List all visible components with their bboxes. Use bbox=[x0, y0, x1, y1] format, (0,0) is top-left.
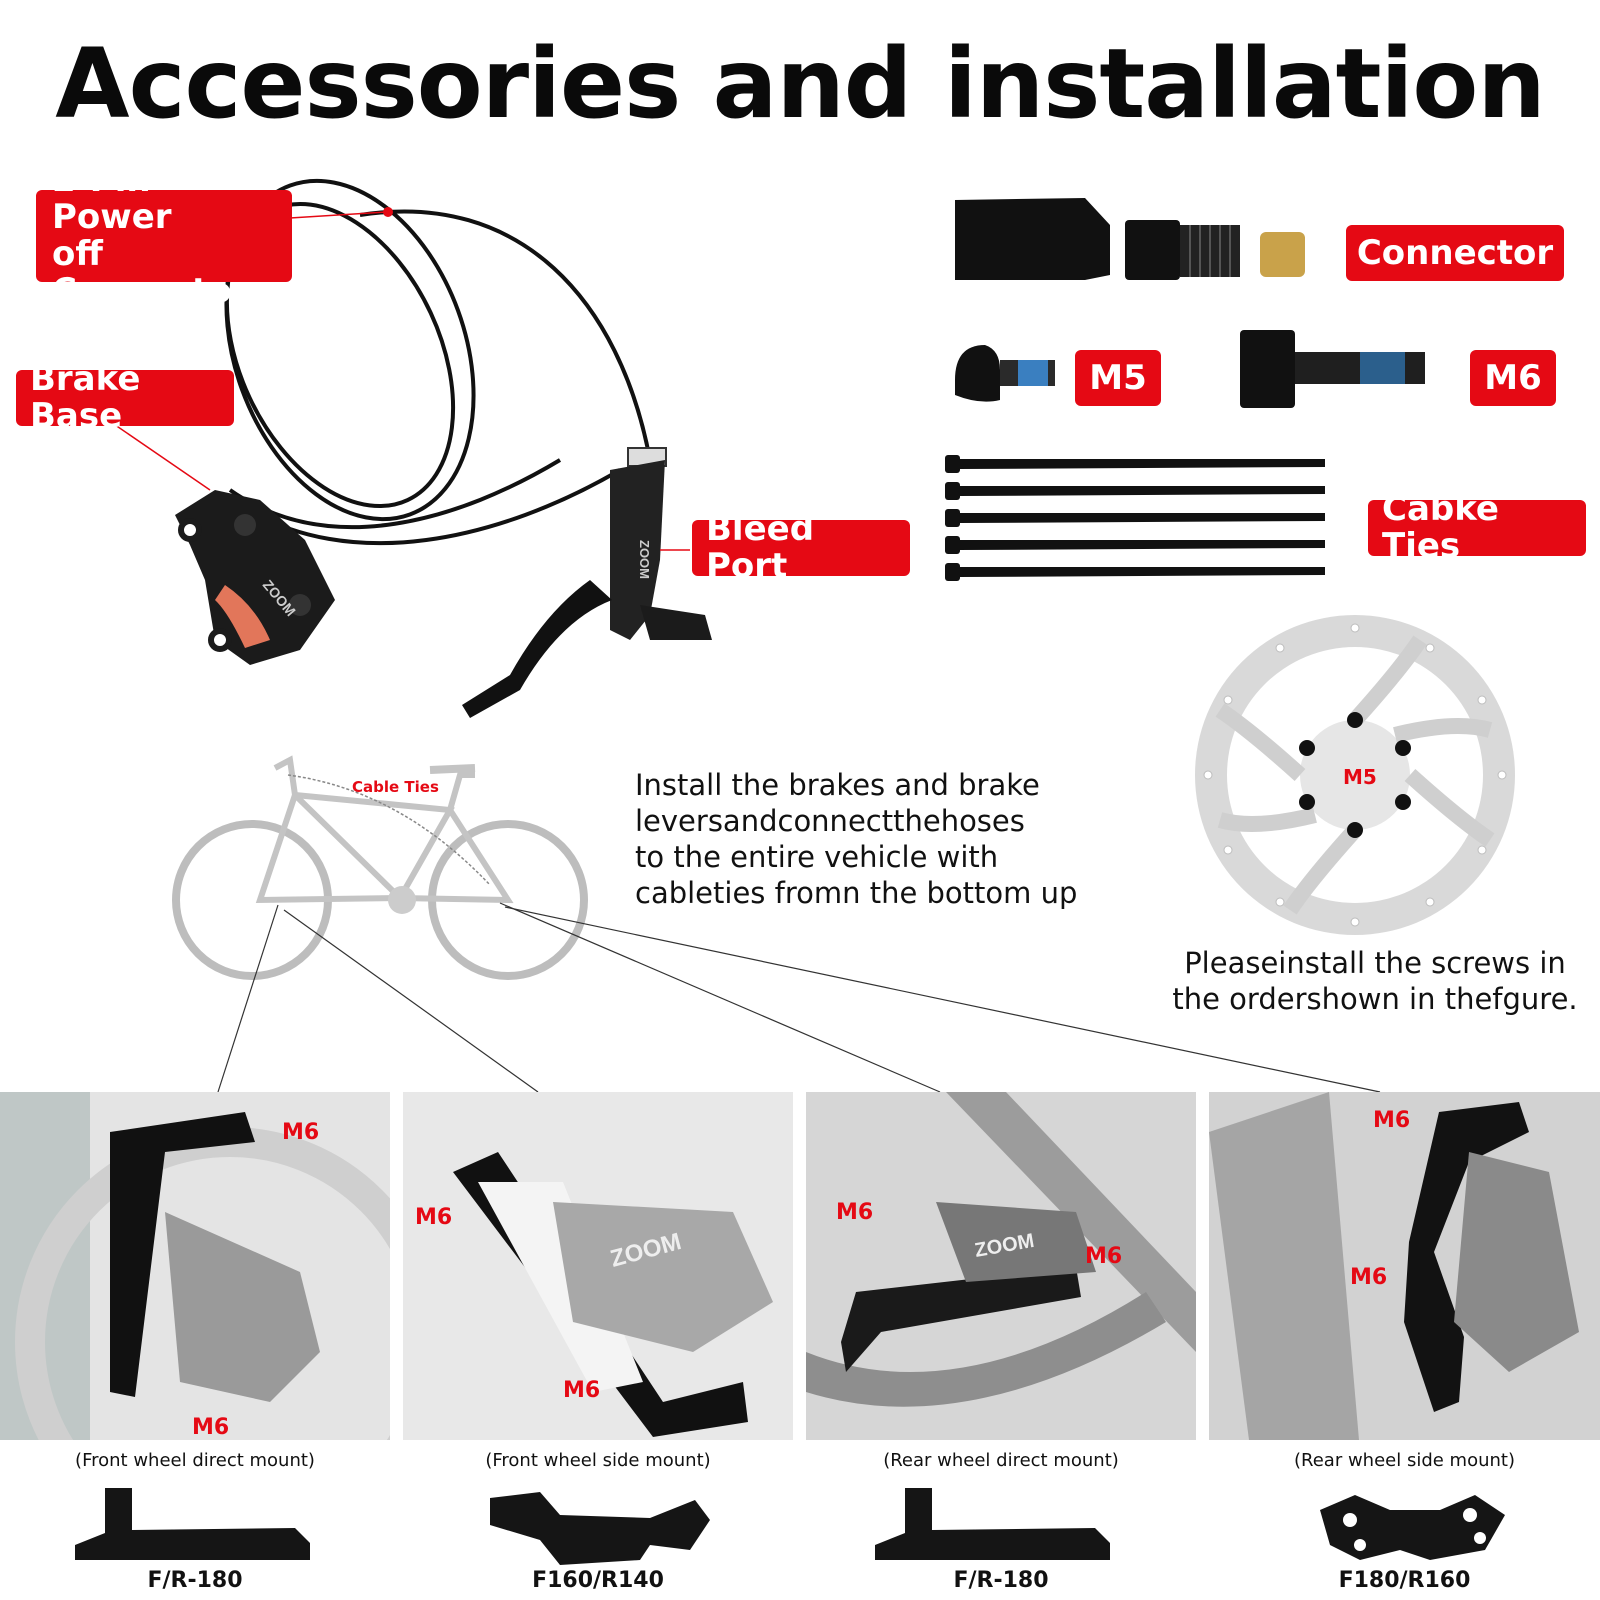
mount3-marker-top: M6 bbox=[836, 1200, 874, 1225]
m6-tag: M6 bbox=[1470, 350, 1556, 406]
mount3-caption: (Rear wheel direct mount) bbox=[883, 1450, 1119, 1471]
adapter1-label: F/R-180 bbox=[147, 1568, 243, 1593]
adapter4-label: F180/R160 bbox=[1338, 1568, 1471, 1593]
brake-rotor-illustration bbox=[1195, 615, 1515, 935]
power-connector-dot bbox=[383, 207, 393, 217]
mount-photo-front-side: ZOOM bbox=[403, 1092, 793, 1440]
mount3-marker-right: M6 bbox=[1085, 1244, 1123, 1269]
mount2-marker-bottom: M6 bbox=[563, 1378, 601, 1403]
pointer-line bbox=[104, 417, 211, 491]
m6-bolt-icon bbox=[1240, 330, 1295, 408]
power-connector-tag: 2-Pin Power off Connector bbox=[36, 162, 292, 310]
install-instructions: Install the brakes and brake leversandco… bbox=[635, 767, 1105, 911]
mount-photo-rear-direct: ZOOM bbox=[806, 1092, 1196, 1440]
cable-ties-icon bbox=[945, 455, 1325, 581]
adapter-icon-3 bbox=[875, 1488, 1110, 1560]
mount4-marker-top: M6 bbox=[1373, 1108, 1411, 1133]
brake-set-illustration: ZOOM ZOOM bbox=[104, 178, 712, 718]
m5-screw-icon bbox=[955, 345, 1000, 402]
mount2-marker-top: M6 bbox=[415, 1205, 453, 1230]
adapter-icon-2 bbox=[490, 1492, 710, 1565]
brake-hose bbox=[359, 209, 652, 461]
brass-olive-icon bbox=[1260, 232, 1305, 277]
brake-lever-icon: ZOOM bbox=[462, 447, 712, 718]
hose-cap-icon bbox=[955, 198, 1110, 280]
mount4-caption: (Rear wheel side mount) bbox=[1294, 1450, 1515, 1471]
install-line-3: to the entire vehicle with bbox=[635, 840, 999, 874]
bike-cable-ties-label: Cable Ties bbox=[352, 778, 439, 796]
mount2-caption: (Front wheel side mount) bbox=[485, 1450, 711, 1471]
screw-line-1: Pleaseinstall the screws in bbox=[1184, 946, 1566, 980]
adapter-icon-1 bbox=[75, 1488, 310, 1560]
power-connector-line2: off Connector bbox=[52, 234, 249, 311]
screw-line-2: the ordershown in thefgure. bbox=[1172, 982, 1578, 1016]
hardware-illustration bbox=[945, 198, 1425, 581]
brake-hose bbox=[224, 178, 476, 522]
svg-text:ZOOM: ZOOM bbox=[637, 540, 652, 579]
install-line-1: Install the brakes and brake bbox=[635, 768, 1040, 802]
mount4-marker-middle: M6 bbox=[1350, 1265, 1388, 1290]
mount1-marker-top: M6 bbox=[282, 1120, 320, 1145]
leader-lines bbox=[217, 902, 1381, 1093]
mount-photo-rear-side bbox=[1209, 1092, 1600, 1440]
screw-instructions: Pleaseinstall the screws in the ordersho… bbox=[1160, 945, 1590, 1017]
page-title: Accessories and installation bbox=[55, 28, 1545, 140]
power-connector-line1: 2-Pin Power bbox=[52, 160, 172, 237]
adapter3-label: F/R-180 bbox=[953, 1568, 1049, 1593]
install-line-4: cableties fromn the bottom up bbox=[635, 876, 1078, 910]
adapter2-label: F160/R140 bbox=[532, 1568, 664, 1593]
brake-caliper-icon: ZOOM bbox=[175, 490, 335, 665]
connector-tag: Connector bbox=[1346, 225, 1564, 281]
connector-bolt-icon bbox=[1125, 220, 1180, 280]
mount1-marker-bottom: M6 bbox=[192, 1415, 230, 1440]
m5-tag: M5 bbox=[1075, 350, 1161, 406]
bike-illustration bbox=[172, 755, 588, 980]
mount1-caption: (Front wheel direct mount) bbox=[75, 1450, 315, 1471]
adapter-icon-4 bbox=[1320, 1495, 1505, 1560]
pointer-line bbox=[289, 211, 387, 219]
install-line-2: leversandconnectthehoses bbox=[635, 804, 1025, 838]
mount-photo-front-direct bbox=[0, 1092, 390, 1440]
rotor-m5-label: M5 bbox=[1343, 765, 1377, 789]
